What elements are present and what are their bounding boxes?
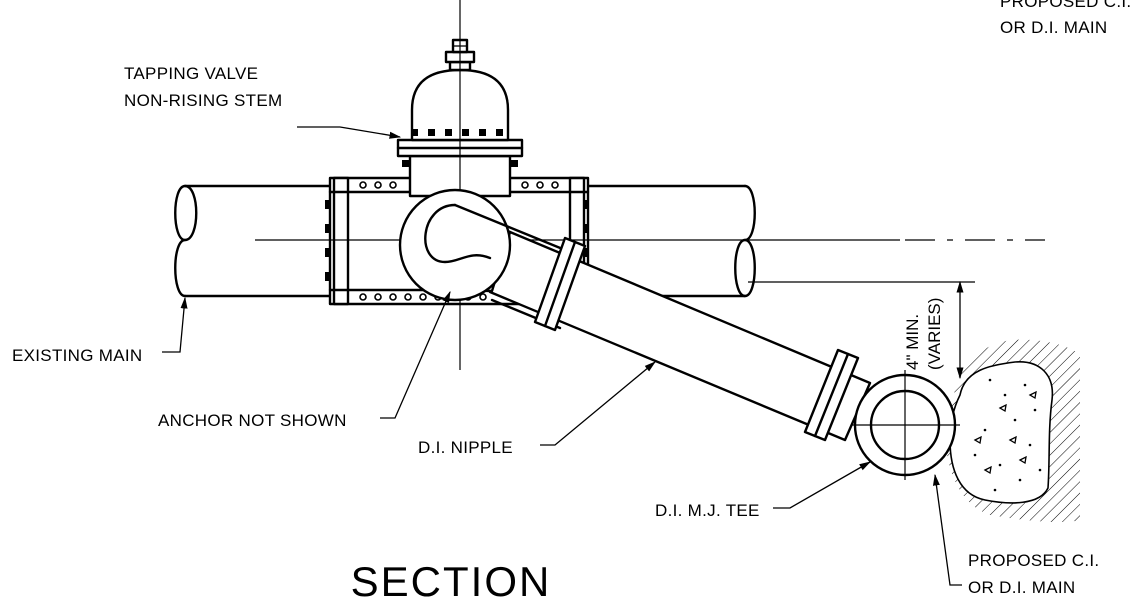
label-proposed-bottom-1: PROPOSED C.I. — [968, 551, 1099, 570]
di-mj-tee — [853, 373, 957, 477]
label-anchor: ANCHOR NOT SHOWN — [158, 411, 347, 430]
label-existing-main: EXISTING MAIN — [12, 346, 142, 365]
label-di-mj-tee: D.I. M.J. TEE — [655, 501, 760, 520]
label-tapping-valve-1: TAPPING VALVE — [124, 64, 258, 83]
dim-min-text: 4" MIN. — [903, 314, 922, 370]
leader-lines — [162, 126, 962, 586]
di-nipple — [398, 188, 872, 442]
section-title: SECTION — [351, 558, 552, 603]
label-proposed-bottom-2: OR D.I. MAIN — [968, 578, 1076, 597]
label-tapping-valve-2: NON-RISING STEM — [124, 91, 282, 110]
label-proposed-top-1: PROPOSED C.I. — [1000, 0, 1131, 11]
label-di-nipple: D.I. NIPPLE — [418, 438, 513, 457]
concrete-thrust-block — [949, 361, 1054, 504]
dim-varies-text: (VARIES) — [925, 298, 944, 370]
dimension-4-min: 4" MIN. (VARIES) — [748, 280, 975, 380]
label-proposed-top-2: OR D.I. MAIN — [1000, 18, 1108, 37]
